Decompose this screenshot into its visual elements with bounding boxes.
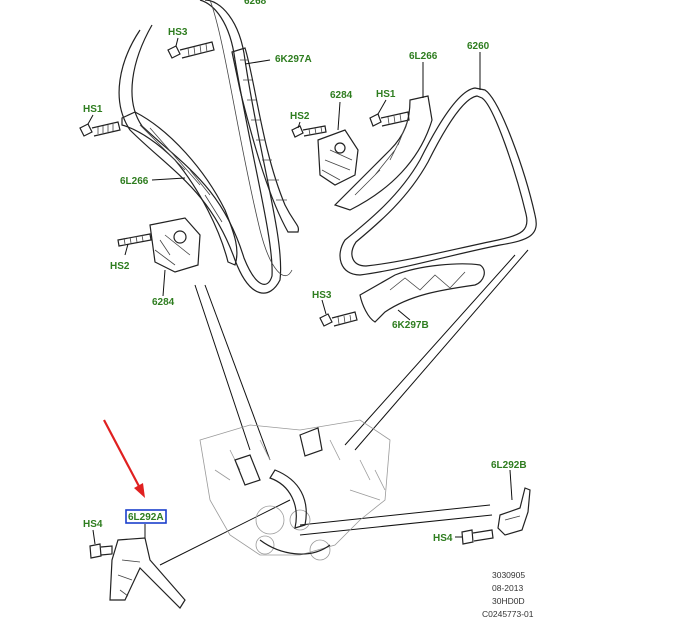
label-hs2-mid[interactable]: HS2 bbox=[290, 111, 310, 122]
label-hs2-left[interactable]: HS2 bbox=[110, 261, 130, 272]
leader-lines bbox=[159, 249, 529, 566]
label-top-cut: 6268 bbox=[244, 0, 267, 7]
label-6l266-left[interactable]: 6L266 bbox=[120, 176, 149, 187]
ref-line-1: 3030905 bbox=[492, 570, 525, 580]
bolt-hs4-right bbox=[461, 529, 494, 545]
label-hs4-right[interactable]: HS4 bbox=[433, 533, 453, 544]
ref-line-4: C0245773-01 bbox=[482, 609, 534, 619]
label-6l292a[interactable]: 6L292A bbox=[128, 512, 164, 523]
bolt-hs2-left bbox=[117, 233, 152, 247]
bolt-hs3-top bbox=[167, 41, 215, 59]
label-6l266-right[interactable]: 6L266 bbox=[409, 51, 438, 62]
tensioner-arm-6l266-left bbox=[121, 111, 238, 266]
label-6l292b[interactable]: 6L292B bbox=[491, 460, 527, 471]
bolt-hs1-mid bbox=[369, 111, 410, 127]
tensioner-arm-6l266-right bbox=[333, 95, 433, 211]
chain-guide-6k297b bbox=[359, 263, 485, 323]
label-hs1-left[interactable]: HS1 bbox=[83, 104, 103, 115]
red-pointer-arrow-icon bbox=[103, 419, 145, 498]
reference-code: 3030905 08-2013 30HD0D C0245773-01 bbox=[482, 570, 534, 619]
label-leaders bbox=[87, 37, 513, 545]
bolt-hs3-mid bbox=[319, 311, 358, 327]
label-6k297b[interactable]: 6K297B bbox=[392, 320, 429, 331]
bracket-6l292b bbox=[497, 487, 531, 536]
label-hs3-top[interactable]: HS3 bbox=[168, 27, 188, 38]
label-6260[interactable]: 6260 bbox=[467, 41, 490, 52]
label-hs1-mid[interactable]: HS1 bbox=[376, 89, 396, 100]
bracket-6l292a bbox=[109, 537, 186, 609]
label-hs4-left[interactable]: HS4 bbox=[83, 519, 103, 530]
tensioner-6284-mid bbox=[317, 129, 359, 186]
engine-ghost bbox=[199, 419, 391, 561]
label-6k297a[interactable]: 6K297A bbox=[275, 54, 312, 65]
bolt-hs2-mid bbox=[291, 125, 327, 138]
label-6284-left[interactable]: 6284 bbox=[152, 297, 175, 308]
bolt-hs4-left bbox=[89, 543, 113, 559]
tensioner-6284-left bbox=[149, 217, 201, 273]
highlight-box bbox=[125, 509, 167, 524]
label-hs3-mid[interactable]: HS3 bbox=[312, 290, 332, 301]
chain-6260 bbox=[339, 87, 537, 276]
bolt-hs1-left bbox=[79, 121, 121, 137]
chain-guide-6k297a bbox=[231, 47, 300, 233]
label-6284-mid[interactable]: 6284 bbox=[330, 90, 353, 101]
ref-line-2: 08-2013 bbox=[492, 583, 523, 593]
ref-line-3: 30HD0D bbox=[492, 596, 525, 606]
